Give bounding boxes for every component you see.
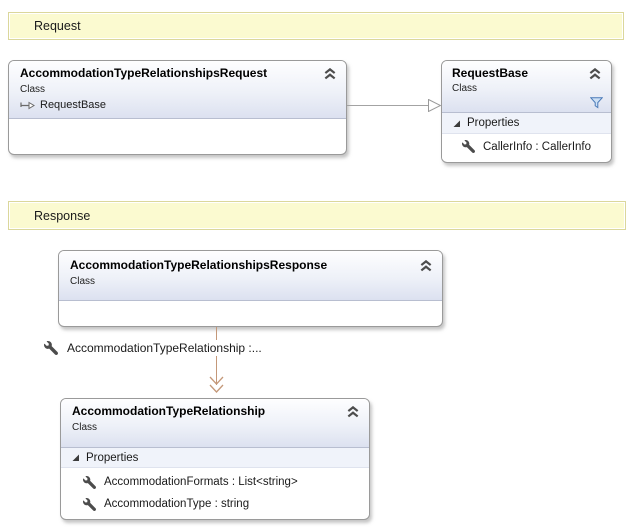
class-box-relationship[interactable]: AccommodationTypeRelationship Class Prop… bbox=[60, 398, 370, 520]
class-title: AccommodationTypeRelationship bbox=[72, 404, 266, 418]
collapse-chevron-icon[interactable] bbox=[323, 67, 337, 80]
wrench-icon bbox=[83, 497, 96, 511]
property-row[interactable]: AccommodationFormats : List<string> bbox=[61, 471, 369, 493]
wrench-icon bbox=[44, 341, 58, 355]
expander-triangle-icon[interactable] bbox=[452, 119, 461, 128]
class-title: AccommodationTypeRelationshipsRequest bbox=[20, 66, 268, 80]
property-label: CallerInfo : CallerInfo bbox=[483, 140, 592, 153]
comment-banner-request[interactable]: Request bbox=[8, 12, 624, 40]
class-box-header: AccommodationTypeRelationshipsResponse C… bbox=[59, 251, 442, 301]
properties-section-header[interactable]: Properties bbox=[442, 113, 611, 134]
collapse-chevron-icon[interactable] bbox=[588, 67, 602, 80]
collapse-chevron-icon[interactable] bbox=[419, 259, 433, 272]
base-type-row: RequestBase bbox=[20, 99, 106, 111]
association-label: AccommodationTypeRelationship :... bbox=[67, 341, 262, 355]
wrench-icon bbox=[462, 140, 475, 153]
class-box-request[interactable]: AccommodationTypeRelationshipsRequest Cl… bbox=[8, 60, 347, 155]
class-title: RequestBase bbox=[452, 66, 529, 80]
inheritance-indicator-icon bbox=[20, 101, 35, 109]
association-label-row[interactable]: AccommodationTypeRelationship :... bbox=[44, 340, 266, 356]
property-label: AccommodationFormats : List<string> bbox=[104, 476, 298, 488]
base-type-label: RequestBase bbox=[40, 99, 107, 111]
association-connector-line[interactable] bbox=[216, 327, 217, 385]
class-box-header: AccommodationTypeRelationshipsRequest Cl… bbox=[9, 61, 346, 119]
comment-banner-response[interactable]: Response bbox=[8, 201, 626, 230]
properties-label: Properties bbox=[467, 117, 520, 129]
class-kind-label: Class bbox=[452, 83, 478, 94]
properties-label: Properties bbox=[86, 451, 139, 464]
association-arrowhead-icon bbox=[209, 376, 224, 399]
property-label: AccommodationType : string bbox=[104, 498, 250, 510]
class-kind-label: Class bbox=[72, 422, 98, 433]
class-box-header: AccommodationTypeRelationship Class bbox=[61, 399, 369, 448]
inheritance-connector-line[interactable] bbox=[347, 105, 429, 106]
expander-triangle-icon[interactable] bbox=[71, 453, 80, 462]
class-kind-label: Class bbox=[20, 84, 46, 95]
filter-icon[interactable] bbox=[589, 96, 604, 109]
properties-section-header[interactable]: Properties bbox=[61, 448, 369, 468]
inheritance-arrowhead-icon bbox=[428, 98, 442, 117]
class-kind-label: Class bbox=[70, 276, 96, 287]
property-row[interactable]: CallerInfo : CallerInfo bbox=[442, 134, 611, 159]
class-title: AccommodationTypeRelationshipsResponse bbox=[70, 258, 328, 272]
wrench-icon bbox=[83, 475, 96, 489]
class-box-request-base[interactable]: RequestBase Class Properties bbox=[441, 60, 612, 163]
class-box-response[interactable]: AccommodationTypeRelationshipsResponse C… bbox=[58, 250, 443, 327]
collapse-chevron-icon[interactable] bbox=[346, 405, 360, 418]
property-row[interactable]: AccommodationType : string bbox=[61, 493, 369, 515]
banner-label: Request bbox=[34, 19, 81, 33]
class-box-header: RequestBase Class bbox=[442, 61, 611, 113]
banner-label: Response bbox=[34, 208, 91, 223]
